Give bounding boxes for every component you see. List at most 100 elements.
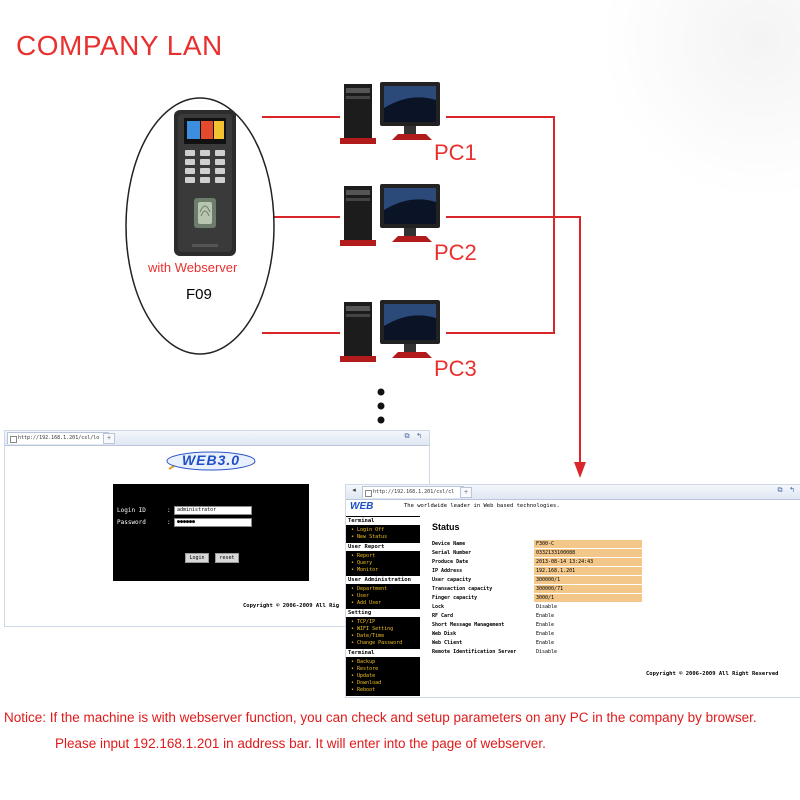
- table-row: RF Card Enable: [430, 612, 642, 620]
- notice-line-1: Notice: If the machine is with webserver…: [4, 710, 757, 725]
- row-value: F300-C: [534, 540, 642, 548]
- row-key: Produce Date: [432, 559, 469, 565]
- notice-line-2: Please input 192.168.1.201 in address ba…: [55, 736, 546, 751]
- row-value: 300000/1: [534, 576, 642, 584]
- row-value: Enable: [536, 631, 555, 637]
- nav-item-change-password[interactable]: • Change Password: [351, 640, 403, 646]
- nav-item-add-user[interactable]: • Add User: [351, 600, 382, 606]
- link-pc2-browser: [446, 216, 581, 462]
- slogan: The worldwide leader in Web based techno…: [404, 503, 560, 509]
- row-key: Transaction capacity: [432, 586, 493, 592]
- row-key: Device Name: [432, 541, 466, 547]
- nav-item-update[interactable]: • Update: [351, 673, 376, 679]
- nav-item-restore[interactable]: • Restore: [351, 666, 379, 672]
- password-input[interactable]: ●●●●●●: [174, 518, 252, 527]
- browser-tabbar: ◂ http://192.168.1.201/csl/cl + ⧉ ↰: [346, 485, 800, 500]
- web-logo-text: WEB3.0: [181, 452, 241, 468]
- nav-item-reboot[interactable]: • Reboot: [351, 687, 376, 693]
- new-tab-button[interactable]: +: [103, 433, 115, 444]
- row-key: Lock: [432, 604, 445, 610]
- row-value: Enable: [536, 640, 555, 646]
- row-key: IP Address: [432, 568, 463, 574]
- arrow-head: [574, 462, 586, 478]
- row-value: 192.168.1.201: [534, 567, 642, 575]
- link-bus: [446, 116, 555, 334]
- pc3-label: PC3: [434, 356, 477, 381]
- dot: [377, 388, 385, 396]
- device-caption: with Webserver: [148, 260, 238, 275]
- page-icon: [365, 490, 372, 497]
- password-label: Password: [117, 519, 146, 526]
- row-value: Enable: [536, 622, 555, 628]
- nav-item-login-off[interactable]: • Login Off: [351, 527, 385, 533]
- web-logo-shape: [166, 451, 256, 471]
- nav-heading: User Report: [346, 543, 420, 551]
- colon: :: [167, 507, 171, 514]
- row-value: 2013-08-14 13:24:43: [534, 558, 642, 566]
- back-icon[interactable]: ↰: [416, 433, 422, 440]
- web-logo-text: WEB: [350, 501, 374, 512]
- nav-item-query[interactable]: • Query: [351, 560, 373, 566]
- tab-url: http://192.168.1.201/csl/cl: [373, 489, 455, 495]
- new-tab-button[interactable]: +: [460, 487, 472, 498]
- nav-item-report[interactable]: • Report: [351, 553, 376, 559]
- row-key: Short Message Management: [432, 622, 505, 628]
- nav-item-user[interactable]: • User: [351, 593, 370, 599]
- pc1-icon: [340, 82, 440, 144]
- login-id-input[interactable]: administrator: [174, 506, 252, 515]
- nav-item-tcp-ip[interactable]: • TCP/IP: [351, 619, 376, 625]
- pc2-label: PC2: [434, 240, 477, 265]
- window-icon[interactable]: ⧉: [777, 487, 783, 494]
- nav-heading: Terminal: [346, 649, 420, 657]
- nav-item-new-status[interactable]: • New Status: [351, 534, 388, 540]
- tab-url: http://192.168.1.201/csl/lo: [18, 435, 100, 441]
- dot: [377, 402, 385, 410]
- table-row: Web Disk Enable: [430, 630, 642, 638]
- pc1-label: PC1: [434, 140, 477, 165]
- nav-heading: User Administration: [346, 576, 420, 584]
- browser-tabbar: http://192.168.1.201/csl/lo + ⧉ ↰: [5, 431, 429, 446]
- login-copyright: Copyright © 2006-2009 All Rig: [243, 603, 340, 609]
- back-icon[interactable]: ◂: [352, 487, 356, 494]
- row-value: 3000/1: [534, 594, 642, 602]
- row-value: 0332133100088: [534, 549, 642, 557]
- table-row: User capacity 300000/1: [430, 576, 642, 584]
- window-icon[interactable]: ⧉: [404, 433, 410, 440]
- decorative-glow: [600, 0, 800, 200]
- nav-item-download[interactable]: • Download: [351, 680, 382, 686]
- row-key: Web Client: [432, 640, 463, 646]
- row-value: 300000/71: [534, 585, 642, 593]
- row-value: Enable: [536, 613, 555, 619]
- nav-item-wifi-setting[interactable]: • WIFI Setting: [351, 626, 394, 632]
- nav-item-date-time[interactable]: • Date/Time: [351, 633, 385, 639]
- page-title: COMPANY LAN: [16, 30, 223, 61]
- browser-tab[interactable]: http://192.168.1.201/csl/lo: [7, 432, 109, 444]
- login-button[interactable]: Login: [185, 553, 209, 563]
- web-logo: WEB3.0: [163, 449, 259, 471]
- table-row: Serial Number 0332133100088: [430, 549, 642, 557]
- nav-item-backup[interactable]: • Backup: [351, 659, 376, 665]
- table-row: Short Message Management Enable: [430, 621, 642, 629]
- table-row: Lock Disable: [430, 603, 642, 611]
- row-key: Serial Number: [432, 550, 472, 556]
- nav-heading: Terminal: [346, 517, 420, 525]
- row-key: RF Card: [432, 613, 454, 619]
- pc3-icon: [340, 300, 440, 362]
- reset-button[interactable]: reset: [215, 553, 239, 563]
- login-panel: Login ID : administrator Password : ●●●●…: [113, 484, 309, 581]
- status-logo-bar: WEB The worldwide leader in Web based te…: [346, 501, 800, 513]
- row-value: Disable: [536, 604, 558, 610]
- nav-item-department[interactable]: • Department: [351, 586, 388, 592]
- status-copyright: Copyright © 2006-2009 All Right Reserved: [646, 671, 779, 677]
- table-row: Transaction capacity 300000/71: [430, 585, 642, 593]
- row-key: Remote Identification Server: [432, 649, 517, 655]
- nav-item-monitor[interactable]: • Monitor: [351, 567, 379, 573]
- back-icon[interactable]: ↰: [789, 487, 795, 494]
- browser-tab[interactable]: http://192.168.1.201/csl/cl: [362, 486, 464, 498]
- table-row: IP Address 192.168.1.201: [430, 567, 642, 575]
- row-key: Web Disk: [432, 631, 457, 637]
- status-browser-window: ◂ http://192.168.1.201/csl/cl + ⧉ ↰ WEB …: [345, 484, 800, 698]
- row-key: User capacity: [432, 577, 472, 583]
